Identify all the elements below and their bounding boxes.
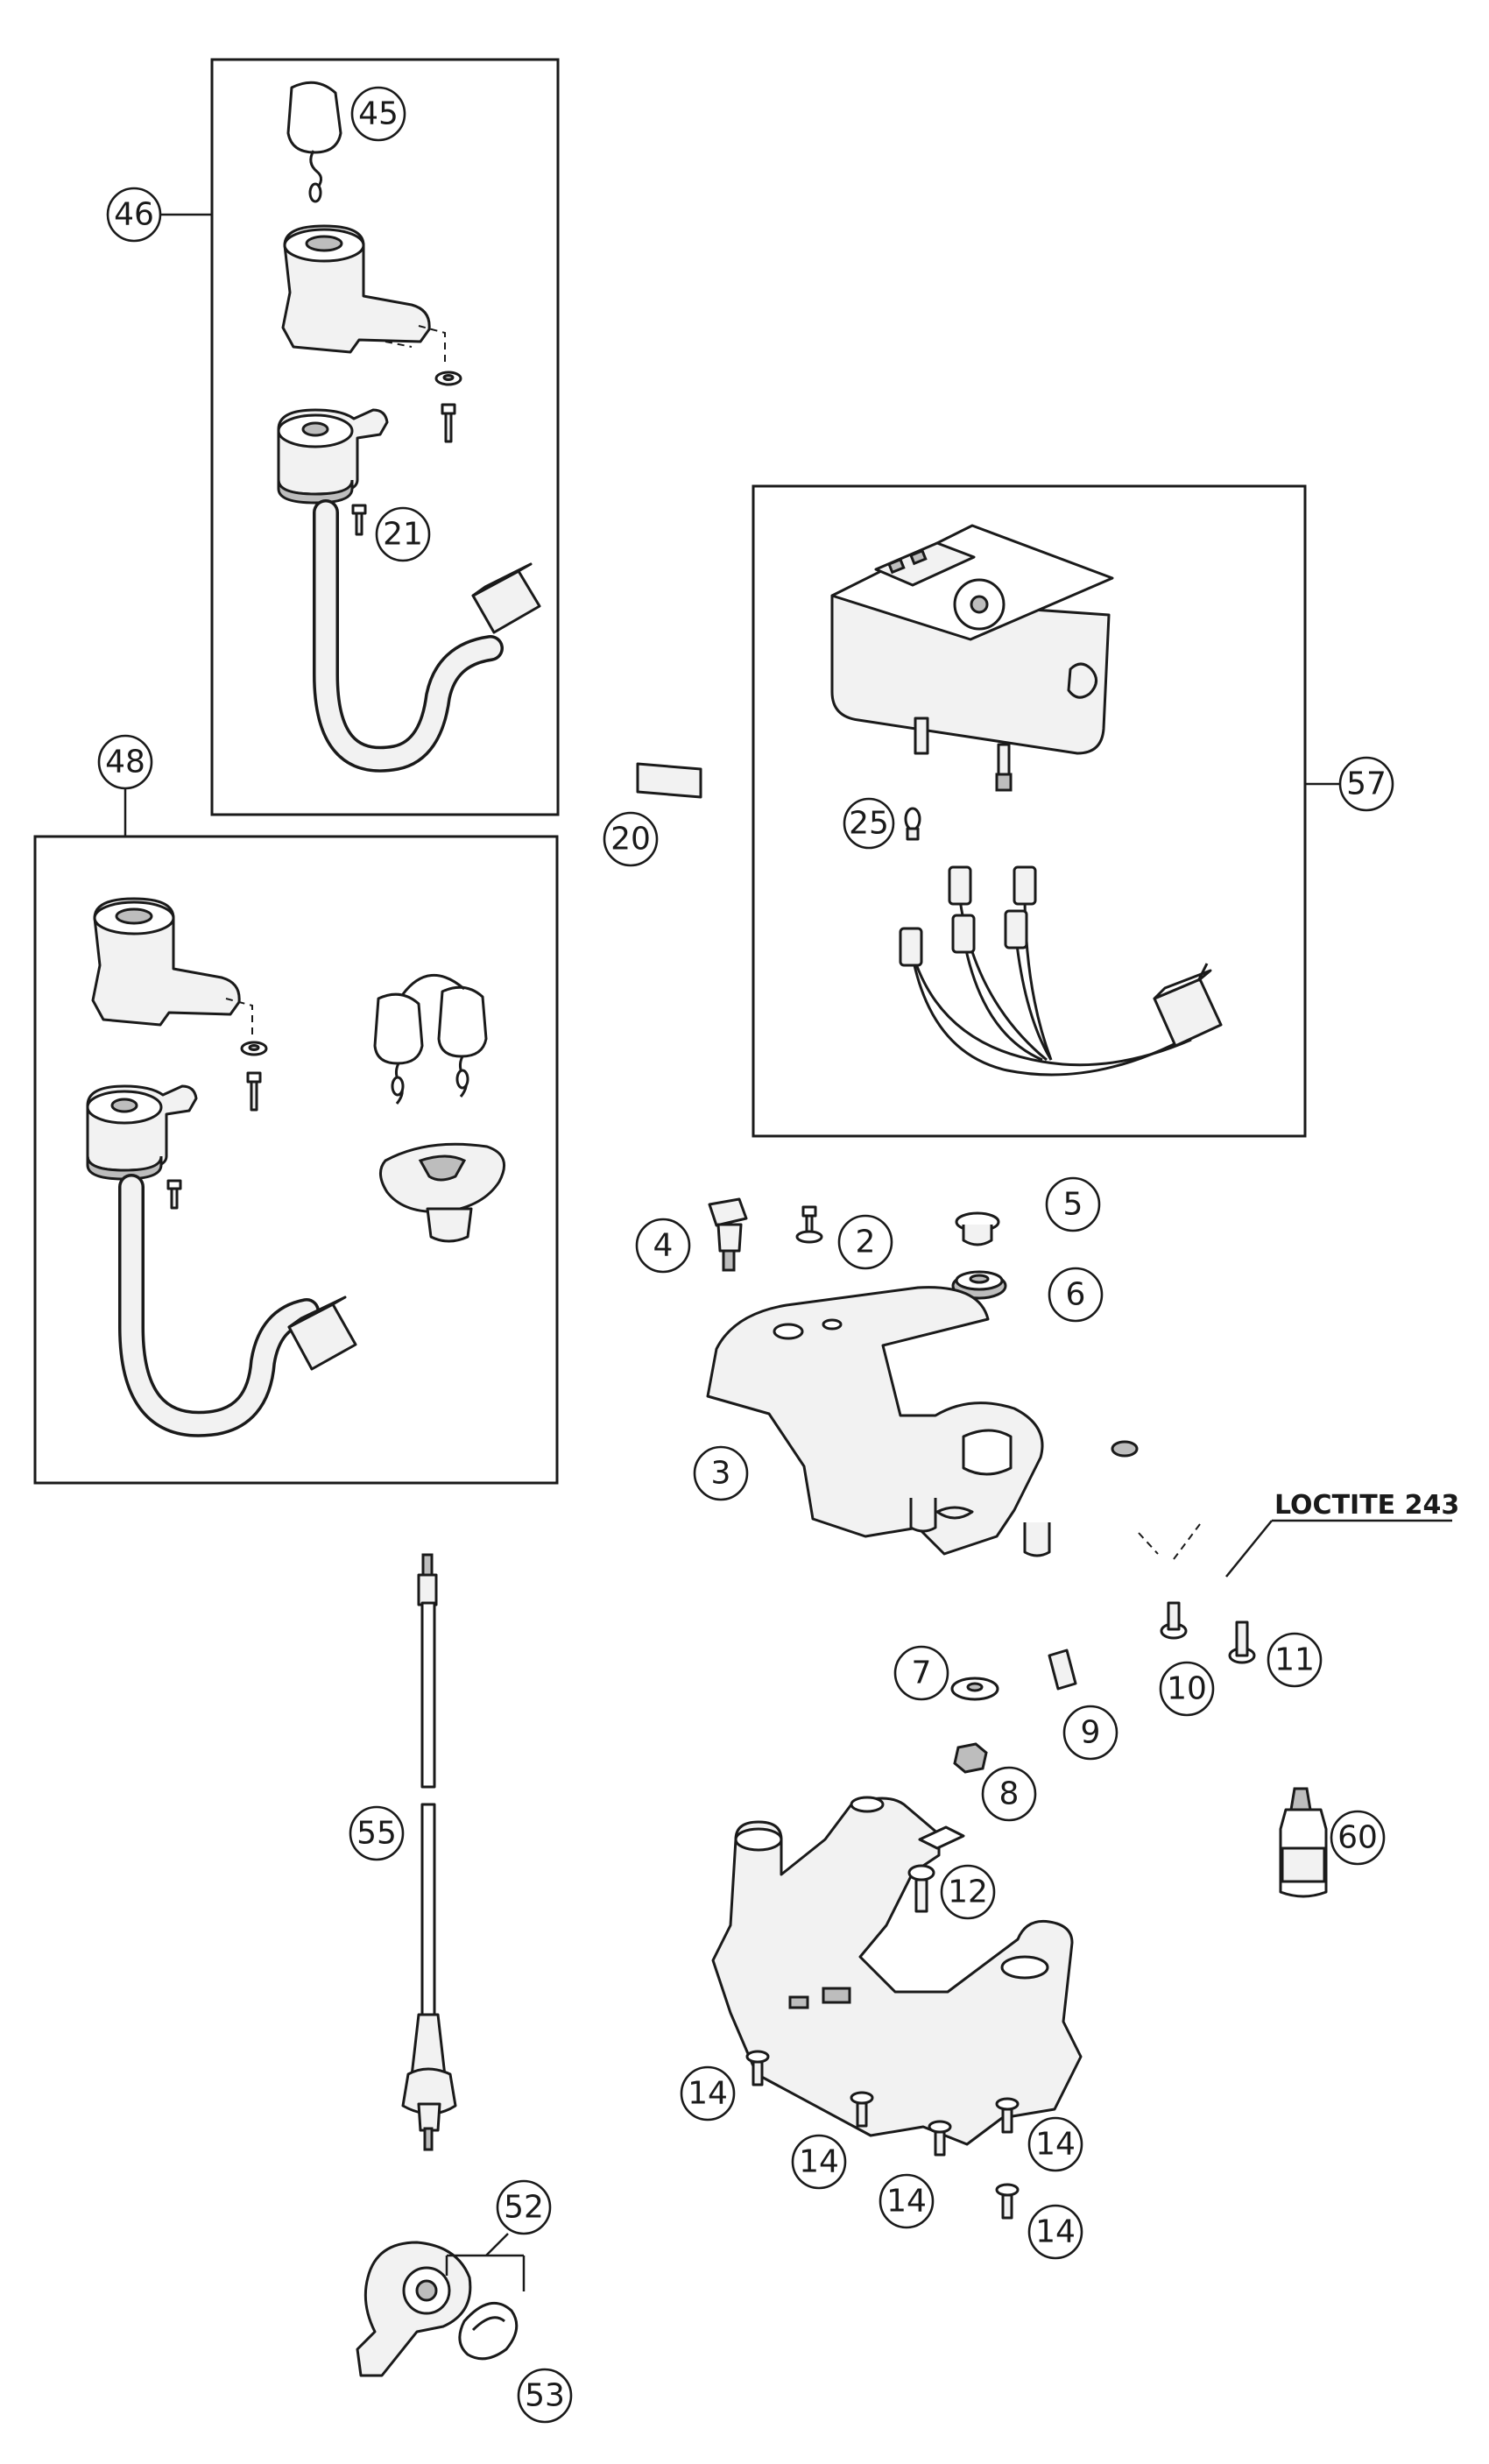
- switch-icon: [708, 1197, 748, 1272]
- callout-14-e-label: 14: [1035, 2214, 1076, 2250]
- callout-7: 7: [893, 1645, 949, 1701]
- callout-21-label: 21: [383, 517, 423, 553]
- screw-icon: [795, 1205, 823, 1244]
- screw-icon: [995, 2183, 1020, 2220]
- callout-11-label: 11: [1274, 1642, 1315, 1678]
- callout-57-label: 57: [1346, 766, 1387, 802]
- callout-48: 48: [97, 734, 153, 790]
- callout-14-b-label: 14: [799, 2144, 839, 2180]
- group-52-leader: [485, 2233, 509, 2256]
- group-48-frame: [33, 835, 559, 1485]
- callout-55: 55: [349, 1805, 405, 1861]
- nut-icon: [953, 1742, 988, 1774]
- callout-53-label: 53: [525, 2378, 565, 2414]
- callout-20-label: 20: [610, 822, 651, 858]
- callout-12-label: 12: [948, 1874, 988, 1910]
- bulb-icon: [904, 807, 921, 841]
- bracket-icon: [711, 1796, 1083, 2146]
- circlip-icon: [458, 2302, 519, 2361]
- washer-icon: [434, 371, 462, 386]
- speedo-drive-icon: [356, 2241, 472, 2377]
- screw-icon: [166, 1179, 182, 1210]
- ignition-lock-icon: [281, 224, 446, 364]
- callout-4-label: 4: [653, 1228, 674, 1264]
- callout-7-label: 7: [912, 1656, 932, 1691]
- callout-11: 11: [1267, 1632, 1323, 1688]
- callout-21: 21: [375, 506, 431, 562]
- callout-48-label: 48: [105, 745, 145, 780]
- callout-57: 57: [1338, 756, 1394, 812]
- callout-14-d: 14: [1027, 2116, 1083, 2172]
- screw-icon: [1160, 1601, 1188, 1640]
- callout-14-c-label: 14: [886, 2184, 927, 2220]
- callout-5-label: 5: [1063, 1187, 1083, 1223]
- callout-46: 46: [106, 187, 162, 243]
- callout-5: 5: [1045, 1176, 1101, 1232]
- ignition-lock-icon: [91, 897, 253, 1037]
- callout-12: 12: [940, 1864, 996, 1920]
- screw-icon: [995, 2097, 1020, 2134]
- screw-icon: [1228, 1620, 1256, 1664]
- loctite-bottle-icon: [1279, 1787, 1328, 1898]
- speedometer-icon: [830, 524, 1114, 792]
- callout-10: 10: [1159, 1661, 1215, 1717]
- callout-14-c: 14: [879, 2173, 935, 2229]
- callout-25: 25: [843, 797, 895, 850]
- callout-2-label: 2: [856, 1225, 876, 1260]
- callout-3-label: 3: [711, 1456, 731, 1492]
- callout-55-label: 55: [356, 1816, 397, 1852]
- callout-2: 2: [837, 1214, 893, 1270]
- callout-4: 4: [635, 1218, 691, 1274]
- grommet-icon: [955, 1211, 1000, 1246]
- group-46-frame: [210, 58, 560, 816]
- screw-icon: [928, 2120, 952, 2157]
- callout-45: 45: [350, 86, 406, 142]
- ignition-key-icon: [373, 974, 488, 1105]
- loctite-label: LOCTITE 243: [1274, 1490, 1459, 1521]
- callout-25-label: 25: [849, 806, 889, 842]
- wiring-harness-icon: [277, 408, 541, 773]
- callout-52-label: 52: [504, 2190, 544, 2226]
- callout-8: 8: [981, 1766, 1037, 1822]
- callout-6-label: 6: [1066, 1277, 1086, 1313]
- callout-53: 53: [517, 2368, 573, 2424]
- wiring-harness-icon: [86, 1084, 357, 1437]
- loctite-leader: [1225, 1520, 1273, 1578]
- screw-icon: [907, 1864, 935, 1913]
- callout-3: 3: [693, 1445, 749, 1501]
- screw-icon: [745, 2050, 770, 2086]
- callout-10-label: 10: [1167, 1671, 1207, 1707]
- screw-icon: [850, 2091, 874, 2128]
- wiring-harness-icon: [899, 865, 1223, 1077]
- grommet-icon: [951, 1270, 1007, 1300]
- screw-icon: [351, 504, 367, 536]
- label-plate-icon: [636, 762, 702, 799]
- callout-46-label: 46: [114, 197, 154, 233]
- filler-cap-icon: [379, 1142, 506, 1243]
- screw-icon: [246, 1071, 262, 1112]
- speedo-cable-icon: [401, 1553, 457, 2151]
- washer-icon: [240, 1041, 268, 1056]
- callout-14-e: 14: [1027, 2204, 1083, 2260]
- callout-14-a-label: 14: [688, 2076, 728, 2112]
- callout-45-label: 45: [358, 96, 399, 132]
- clip-icon: [1048, 1649, 1077, 1691]
- screw-icon: [441, 403, 456, 443]
- callout-52: 52: [496, 2179, 552, 2235]
- callout-14-b: 14: [791, 2134, 847, 2190]
- callout-6: 6: [1048, 1267, 1104, 1323]
- callout-20: 20: [603, 811, 659, 867]
- callout-8-label: 8: [999, 1776, 1020, 1812]
- callout-14-a: 14: [680, 2065, 736, 2122]
- callout-9-label: 9: [1081, 1715, 1101, 1751]
- callout-60-label: 60: [1337, 1820, 1378, 1856]
- ignition-key-icon: [286, 81, 342, 203]
- callout-60: 60: [1330, 1810, 1386, 1866]
- group-57-frame: [752, 484, 1307, 1138]
- bracket-icon: [706, 1286, 1201, 1560]
- callout-14-d-label: 14: [1035, 2127, 1076, 2163]
- washer-icon: [950, 1677, 999, 1701]
- callout-9: 9: [1062, 1705, 1119, 1761]
